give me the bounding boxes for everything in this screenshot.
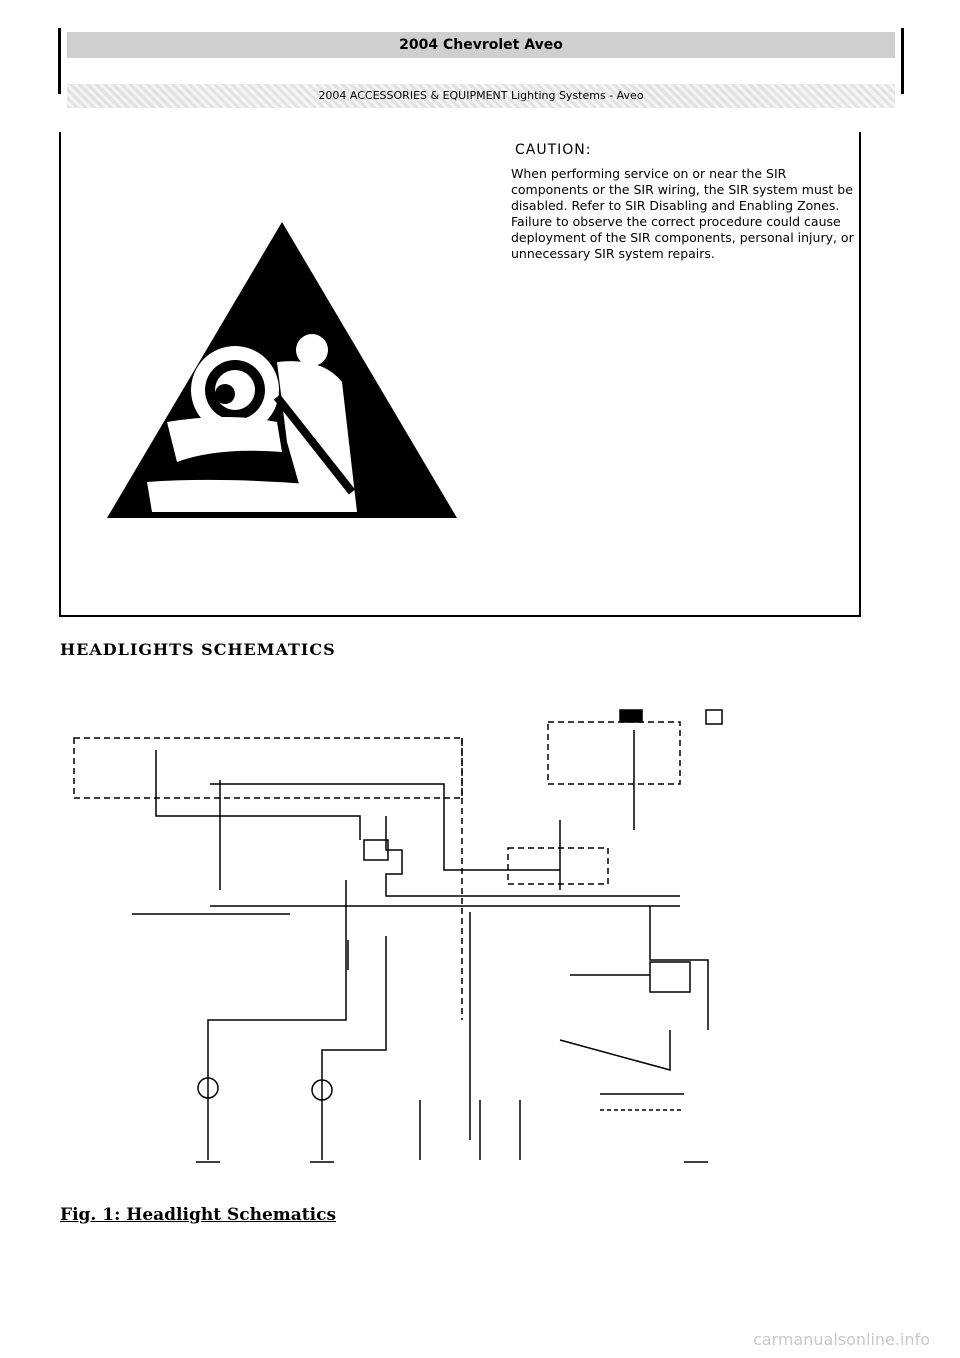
caution-title: CAUTION: <box>515 142 592 158</box>
caution-text: CAUTION: When performing service on or n… <box>511 142 856 262</box>
caution-box: CAUTION: When performing service on or n… <box>59 132 861 617</box>
document-header: 2004 Chevrolet Aveo 2004 ACCESSORIES & E… <box>58 28 904 108</box>
fuse-box-outline <box>73 737 463 799</box>
document-title: 2004 Chevrolet Aveo <box>67 32 895 58</box>
connector-outline <box>507 847 609 885</box>
document-subtitle: 2004 ACCESSORIES & EQUIPMENT Lighting Sy… <box>67 84 895 108</box>
caution-body: When performing service on or near the S… <box>511 166 854 261</box>
headlight-schematic <box>73 709 723 1163</box>
relay-box-outline <box>547 721 681 785</box>
airbag-warning-icon <box>107 222 457 518</box>
section-heading: HEADLIGHTS SCHEMATICS <box>60 640 336 659</box>
watermark: carmanualsonline.info <box>752 1330 930 1349</box>
figure-caption: Fig. 1: Headlight Schematics <box>60 1205 337 1225</box>
